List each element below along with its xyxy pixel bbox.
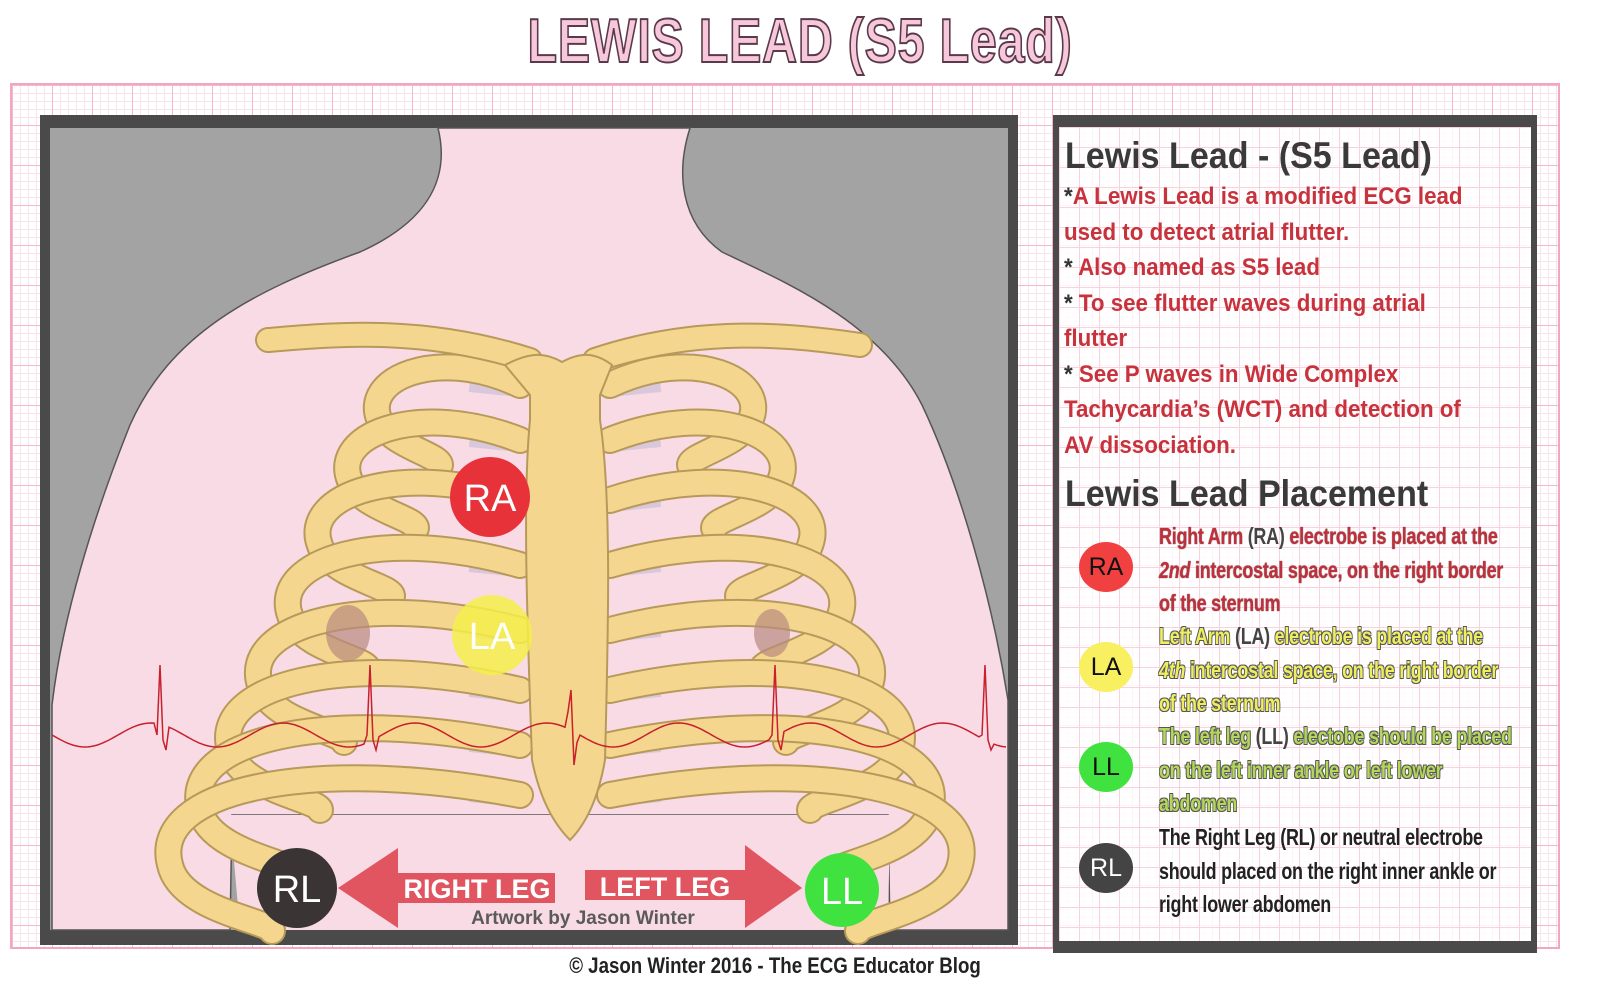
left-nipple — [754, 609, 790, 657]
rib — [186, 716, 532, 885]
placement-text: on the left inner ankle or left lower — [1159, 756, 1443, 783]
left-leg-label: LEFT LEG — [600, 872, 731, 902]
la-badge: LA — [1079, 642, 1133, 692]
placement-text: Left Arm — [1159, 623, 1235, 649]
description-text: used to detect atrial flutter. — [1064, 218, 1350, 246]
ra-electrode-label: RA — [464, 478, 517, 520]
ecg-trace — [51, 664, 1007, 766]
left-leg-arrow — [585, 845, 802, 928]
description-line: AV dissociation. — [1064, 432, 1236, 460]
description-line: * Also named as S5 lead — [1064, 254, 1320, 282]
placement-text: right lower abdomen — [1159, 891, 1331, 917]
right-leg-arrow — [338, 848, 555, 928]
placement-line: should placed on the right inner ankle o… — [1159, 857, 1497, 885]
placement-line: on the left inner ankle or left lower — [1159, 756, 1443, 784]
placement-line: The Right Leg (RL) or neutral electrobe — [1159, 824, 1483, 851]
rib — [598, 766, 974, 943]
electrode-abbreviation: (LL) — [1255, 723, 1289, 749]
rib — [598, 470, 825, 608]
bullet-star: * — [1064, 254, 1079, 281]
description-line: *A Lewis Lead is a modified ECG lead — [1064, 183, 1463, 211]
info-panel: Lewis Lead - (S5 Lead) *A Lewis Lead is … — [1053, 115, 1537, 953]
placement-text: should placed on the right inner ankle o… — [1159, 857, 1497, 884]
placement-text: of the sternum — [1159, 590, 1281, 616]
electrode-abbreviation: (LA) — [1234, 623, 1270, 649]
placement-text: The left leg — [1159, 723, 1256, 749]
placement-text: of the sternum — [1159, 690, 1281, 716]
ll-electrode-label: LL — [821, 871, 863, 913]
placement-text: Right Arm — [1159, 523, 1248, 549]
placement-text: abdomen — [1159, 790, 1238, 816]
description-line: Tachycardia’s (WCT) and detection of — [1064, 396, 1461, 424]
placement-line: of the sternum — [1159, 690, 1281, 717]
artwork-credit: Artwork by Jason Winter — [471, 908, 695, 929]
ra-badge: RA — [1079, 542, 1133, 592]
description-line: * To see flutter waves during atrial — [1064, 290, 1426, 318]
placement-line: right lower abdomen — [1159, 891, 1331, 918]
rl-badge: RL — [1079, 843, 1133, 893]
rib — [364, 355, 532, 477]
placement-line: abdomen — [1159, 790, 1237, 817]
chest-illustration: RA LA RIGHT LEG LEFT LEG RL LL Artwork b… — [40, 115, 1018, 945]
rib — [598, 355, 766, 477]
la-electrode-label: LA — [469, 616, 516, 658]
placement-line: of the sternum — [1159, 590, 1281, 617]
info-heading: Lewis Lead - (S5 Lead) — [1065, 135, 1432, 176]
right-leg-label: RIGHT LEG — [404, 874, 551, 904]
ribcage — [154, 353, 976, 945]
ll-electrode — [805, 853, 879, 927]
placement-text: 2nd — [1159, 556, 1191, 583]
ll-badge: LL — [1079, 742, 1133, 792]
rib — [598, 410, 795, 540]
placement-line: Left Arm (LA) electrobe is placed at the — [1159, 623, 1483, 650]
description-line: flutter — [1064, 325, 1127, 353]
placement-line: 4th intercostal space, on the right bord… — [1159, 657, 1498, 684]
footer-copyright: © Jason Winter 2016 - The ECG Educator B… — [569, 953, 981, 978]
placement-text: The Right Leg (RL) or neutral electrobe — [1159, 824, 1483, 850]
bullet-star: * — [1064, 183, 1073, 210]
placement-text: electrobe is placed at the — [1284, 523, 1498, 549]
placement-line: Right Arm (RA) electrobe is placed at th… — [1159, 523, 1498, 550]
description-text: A Lewis Lead is a modified ECG lead — [1072, 183, 1463, 210]
placement-text: electobe should be placed — [1288, 723, 1512, 749]
rib — [598, 716, 944, 885]
ra-electrode — [450, 457, 530, 537]
right-nipple — [326, 605, 370, 661]
la-electrode — [452, 595, 532, 675]
placement-text: intercostal space, on the right border — [1185, 656, 1499, 683]
description-line: used to detect atrial flutter. — [1064, 219, 1349, 247]
description-text: Also named as S5 lead — [1078, 254, 1320, 281]
rib — [335, 410, 532, 540]
placement-heading: Lewis Lead Placement — [1065, 473, 1429, 514]
rib — [156, 766, 532, 943]
bullet-star: * — [1064, 289, 1079, 317]
placement-line: 2nd intercostal space, on the right bord… — [1159, 557, 1503, 584]
bullet-star: * — [1064, 360, 1079, 388]
placement-text: electrobe is placed at the — [1269, 623, 1484, 649]
page-title: LEWIS LEAD (S5 Lead) — [527, 6, 1073, 77]
placement-text: intercostal space, on the right border — [1190, 556, 1504, 583]
rib — [598, 535, 855, 681]
description-text: Tachycardia’s (WCT) and detection of — [1064, 396, 1461, 423]
placement-line: The left leg (LL) electobe should be pla… — [1159, 723, 1512, 750]
electrode-abbreviation: (RA) — [1247, 523, 1285, 549]
rib — [305, 470, 532, 608]
description-text: To see flutter waves during atrial — [1078, 289, 1426, 317]
description-text: See P waves in Wide Complex — [1078, 360, 1399, 388]
placement-text: 4th — [1159, 656, 1186, 683]
rl-electrode-label: RL — [273, 869, 322, 911]
rl-electrode — [257, 848, 337, 928]
description-line: * See P waves in Wide Complex — [1064, 361, 1398, 389]
description-text: AV dissociation. — [1064, 431, 1236, 459]
description-text: flutter — [1064, 325, 1128, 352]
